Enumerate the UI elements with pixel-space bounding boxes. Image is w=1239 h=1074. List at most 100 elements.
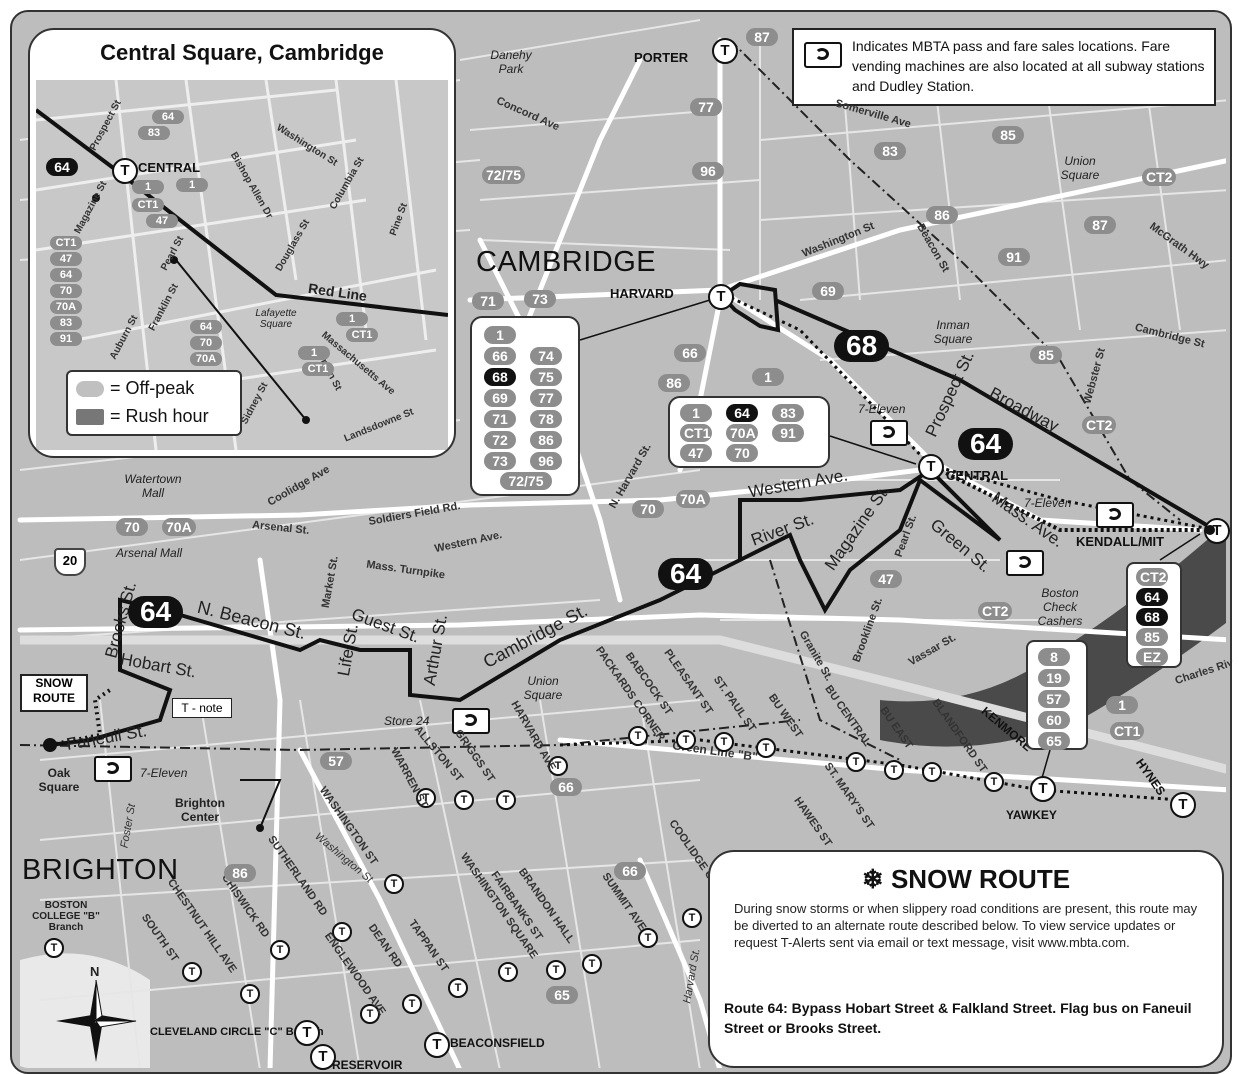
place-danehy-park: Danehy Park bbox=[490, 48, 532, 76]
t-stop-icon: T bbox=[582, 954, 602, 974]
t-stop-icon: T bbox=[240, 984, 260, 1004]
route-badge: 47 bbox=[680, 444, 712, 462]
route-badge: 65 bbox=[546, 986, 578, 1004]
place-union-square-somerville: Union Square bbox=[1060, 154, 1100, 182]
route-badge: 1 bbox=[1106, 696, 1138, 714]
route-badge: CT2 bbox=[1082, 416, 1117, 434]
legend-swatch-off-peak bbox=[76, 380, 104, 397]
route-badge: 19 bbox=[1038, 669, 1070, 687]
route-64-marker-central: 64 bbox=[958, 428, 1014, 460]
fare-sales-icon bbox=[1096, 502, 1134, 528]
route-badge: 74 bbox=[530, 347, 562, 365]
inset-route-badge: CT1 bbox=[50, 236, 82, 250]
route-badge: 83 bbox=[874, 142, 906, 160]
t-stop-icon: T bbox=[676, 730, 696, 750]
route-badge: 83 bbox=[772, 404, 804, 422]
place-union-square-allston: Union Square bbox=[523, 674, 563, 702]
inset-route-badge: CT1 bbox=[346, 328, 378, 342]
t-stop-icon: T bbox=[682, 908, 702, 928]
route-badge: 77 bbox=[690, 98, 722, 116]
route-badge: 8 bbox=[1038, 648, 1070, 666]
station-cleveland-circle: CLEVELAND CIRCLE "C" Branch bbox=[150, 1026, 324, 1038]
t-note-tag: T - note bbox=[172, 698, 232, 718]
hynes-t-icon: T bbox=[1170, 792, 1196, 818]
station-central: CENTRAL bbox=[946, 468, 1009, 483]
inset-route-badge: 70A bbox=[50, 300, 82, 314]
route-badge: 57 bbox=[320, 752, 352, 770]
route-badge: 1 bbox=[484, 326, 516, 344]
route-badge: 75 bbox=[530, 368, 562, 386]
route-64-marker-n-beacon: 64 bbox=[128, 596, 184, 628]
inset-red-line bbox=[36, 108, 448, 317]
place-7-eleven-central: 7-Eleven bbox=[858, 402, 906, 416]
t-stop-icon: T bbox=[360, 1004, 380, 1024]
route-badge: CT1 bbox=[680, 424, 712, 442]
inset-route-badge: 1 bbox=[132, 180, 164, 194]
inset-route-badge: 64 bbox=[50, 268, 82, 282]
inset-route-badge: 64 bbox=[152, 110, 184, 124]
reservoir-water bbox=[20, 953, 150, 1068]
legend-swatch-rush-hour bbox=[76, 408, 104, 425]
inset-route-badge: 64 bbox=[46, 158, 78, 176]
route-64-path bbox=[49, 467, 1002, 747]
route-badge: 69 bbox=[812, 282, 844, 300]
inset-route-badge: 64 bbox=[190, 320, 222, 334]
place-inman-square: Inman Square bbox=[933, 318, 973, 346]
place-7-eleven-oak: 7-Eleven bbox=[140, 766, 188, 780]
route-badge: 87 bbox=[1084, 216, 1116, 234]
route-badge: EZ bbox=[1136, 648, 1168, 666]
route-badge: 85 bbox=[992, 126, 1024, 144]
route-badge: 60 bbox=[1038, 711, 1070, 729]
t-stop-icon: T bbox=[714, 732, 734, 752]
inset-route-badge: CT1 bbox=[132, 198, 164, 212]
place-watertown-mall: Watertown Mall bbox=[124, 472, 182, 500]
station-porter: PORTER bbox=[634, 50, 689, 65]
inset-route-badge: 91 bbox=[50, 332, 82, 346]
fare-sales-icon bbox=[870, 420, 908, 446]
inset-streets bbox=[36, 80, 448, 450]
inset-route-badge: 83 bbox=[138, 126, 170, 140]
inset-route-badge: 47 bbox=[50, 252, 82, 266]
inset-central-t-icon: T bbox=[112, 158, 138, 184]
place-boston-college: BOSTON COLLEGE "B" Branch bbox=[32, 900, 100, 933]
legend-off-peak-text: = Off-peak bbox=[110, 378, 195, 398]
route-badge: 86 bbox=[926, 206, 958, 224]
inset-route-badge: 83 bbox=[50, 316, 82, 330]
kendall-t-icon: T bbox=[1204, 518, 1230, 544]
legend-off-peak: = Off-peak bbox=[76, 378, 194, 399]
t-stop-icon: T bbox=[496, 790, 516, 810]
t-stop-icon: T bbox=[402, 994, 422, 1014]
route-badge: 57 bbox=[1038, 690, 1070, 708]
route-badge: 72/75 bbox=[500, 472, 552, 490]
t-stop-icon: T bbox=[628, 726, 648, 746]
route-badge: 77 bbox=[530, 389, 562, 407]
inset-route-path bbox=[175, 259, 307, 421]
fare-note-box: Indicates MBTA pass and fare sales locat… bbox=[792, 28, 1216, 106]
route-badge: 86 bbox=[530, 431, 562, 449]
inset-title: Central Square, Cambridge bbox=[100, 40, 384, 65]
route-badge: 70 bbox=[116, 518, 148, 536]
route-badge: 96 bbox=[530, 452, 562, 470]
inset-route-badge: 70 bbox=[50, 284, 82, 298]
t-stop-icon: T bbox=[44, 938, 64, 958]
t-stop-icon: T bbox=[846, 752, 866, 772]
route-badge: 86 bbox=[224, 864, 256, 882]
central-square-inset: Central Square, Cambridge T CENTRAL Red … bbox=[28, 28, 456, 458]
fare-sales-icon bbox=[94, 756, 132, 782]
inset-legend: = Off-peak = Rush hour bbox=[66, 370, 242, 436]
t-stop-icon: T bbox=[884, 760, 904, 780]
t-stop-icon: T bbox=[922, 762, 942, 782]
t-stop-icon: T bbox=[270, 940, 290, 960]
route-badge: 66 bbox=[484, 347, 516, 365]
fare-sales-icon bbox=[1006, 550, 1044, 576]
route-badge: 78 bbox=[530, 410, 562, 428]
t-stop-icon: T bbox=[384, 874, 404, 894]
route-badge: CT1 bbox=[1110, 722, 1145, 740]
inset-route-badge: 1 bbox=[336, 312, 368, 326]
route-badge: 87 bbox=[746, 28, 778, 46]
station-beaconsfield: BEACONSFIELD bbox=[450, 1036, 545, 1050]
route-badge: 73 bbox=[484, 452, 516, 470]
snowflake-icon: ❄ bbox=[861, 864, 884, 894]
